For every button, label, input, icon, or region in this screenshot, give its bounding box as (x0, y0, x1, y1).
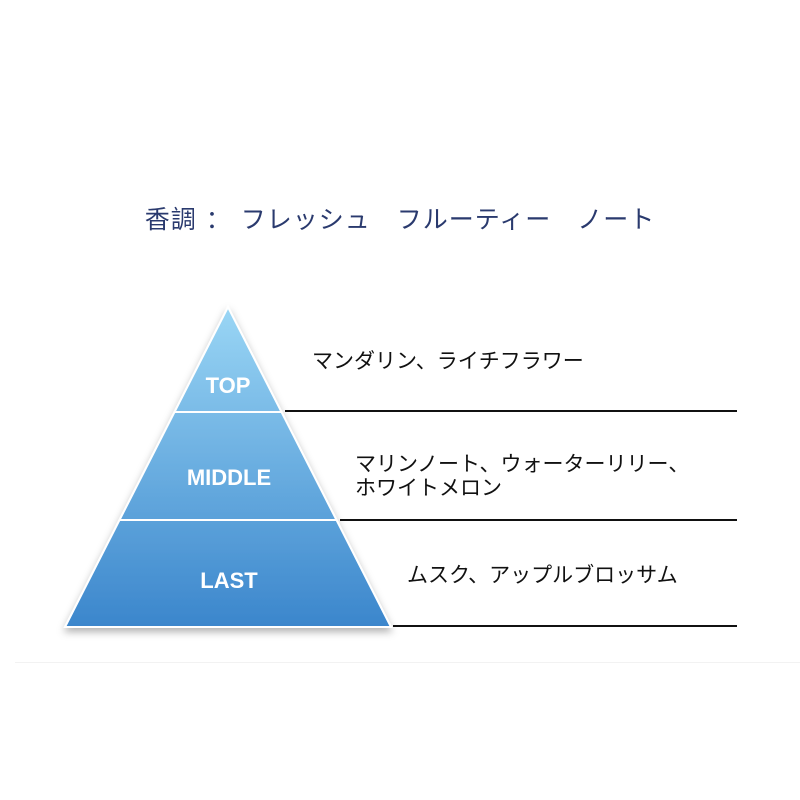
page-title: 香調 ： フレッシュ フルーティー ノート (144, 205, 656, 234)
top-notes-line: マンダリン、ライチフラワー (312, 349, 584, 373)
middle-notes-line-1: マリンノート、ウォーターリリー、 (355, 452, 690, 476)
middle-notes: マリンノート、ウォーターリリー、 ホワイトメロン (355, 452, 689, 500)
top-notes: マンダリン、ライチフラワー (312, 349, 584, 373)
level-label-last: LAST (200, 568, 258, 593)
level-label-top: TOP (206, 373, 251, 398)
middle-notes-line-2: ホワイトメロン (355, 476, 502, 500)
last-notes: ムスク、アップルブロッサム (407, 563, 678, 587)
pyramid-shape (63, 304, 393, 628)
last-notes-line: ムスク、アップルブロッサム (407, 563, 678, 587)
bottom-divider (15, 662, 800, 663)
level-label-middle: MIDDLE (187, 465, 271, 490)
